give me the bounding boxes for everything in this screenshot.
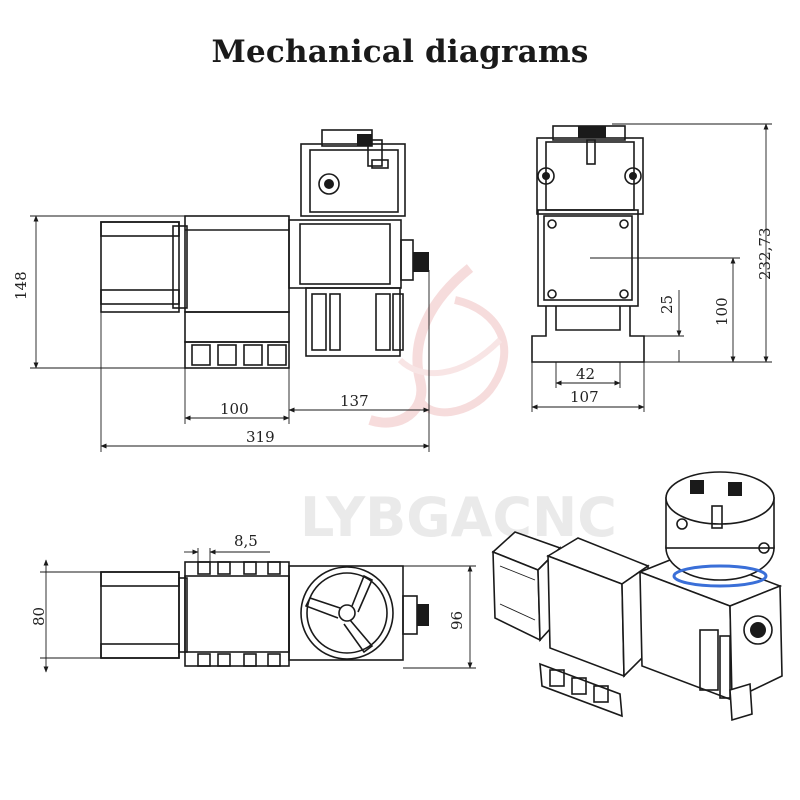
dim-front-width-a: 100	[220, 400, 249, 418]
dim-front-height: 148	[12, 271, 30, 300]
dim-top-chuck-height: 96	[448, 611, 466, 630]
dim-side-center-height: 100	[713, 297, 731, 326]
dim-front-total: 319	[246, 428, 275, 446]
dim-top-pitch: 8,5	[234, 532, 258, 550]
front-view: 148 100 137 319	[12, 129, 430, 452]
dim-side-small-height: 25	[658, 295, 676, 314]
dim-top-height: 80	[30, 607, 48, 626]
side-view: 232,73 100 25 42 107	[531, 123, 774, 412]
top-view: 80 8,5 96	[30, 532, 476, 673]
watermark-text: LYBGACNC	[300, 486, 617, 549]
dim-side-total-height: 232,73	[756, 228, 774, 281]
watermark-logo	[368, 264, 509, 428]
dim-side-inner-width: 42	[576, 365, 595, 383]
dim-front-width-b: 137	[340, 392, 369, 410]
dim-side-base-width: 107	[570, 388, 599, 406]
isometric-view	[491, 471, 783, 722]
page-title: Mechanical diagrams	[211, 34, 589, 70]
